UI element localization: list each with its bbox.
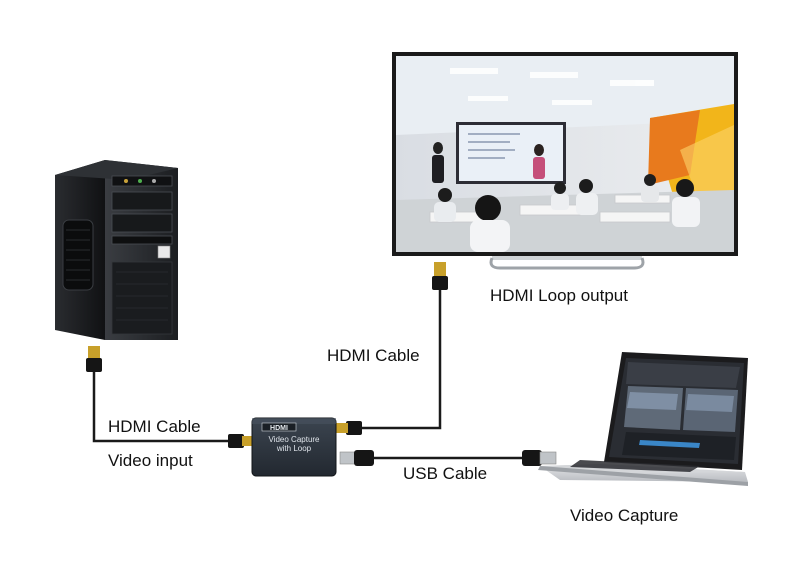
label-video-capture: Video Capture [570,506,679,525]
usb-connector-icon [522,450,557,466]
label-hdmi-cable-top: HDMI Cable [327,346,420,365]
hdmi-connector-icon [336,421,362,435]
label-usb-cable: USB Cable [403,464,488,483]
hdmi-loop-cable [362,290,442,430]
desktop-pc-icon [55,160,178,340]
label-hdmi-loop-output: HDMI Loop output [490,286,628,305]
tv-icon [392,52,738,270]
device-label-line2: with Loop [276,444,312,453]
hdmi-connector-icon [86,346,102,372]
device-label-line1: Video Capture [269,435,321,444]
hdmi-input-cable [92,372,228,443]
cables [92,290,522,460]
hdmi-connector-icon [432,262,448,290]
usb-connector-icon [339,450,374,466]
hdmi-connector-icon [228,434,254,448]
laptop-icon [538,352,748,486]
device-logo: HDMI [270,425,288,432]
classroom-scene [396,56,734,252]
capture-device-icon: HDMI Video Capture with Loop [251,417,337,477]
label-video-input: Video input [108,451,193,470]
label-hdmi-cable-left: HDMI Cable [108,417,201,436]
